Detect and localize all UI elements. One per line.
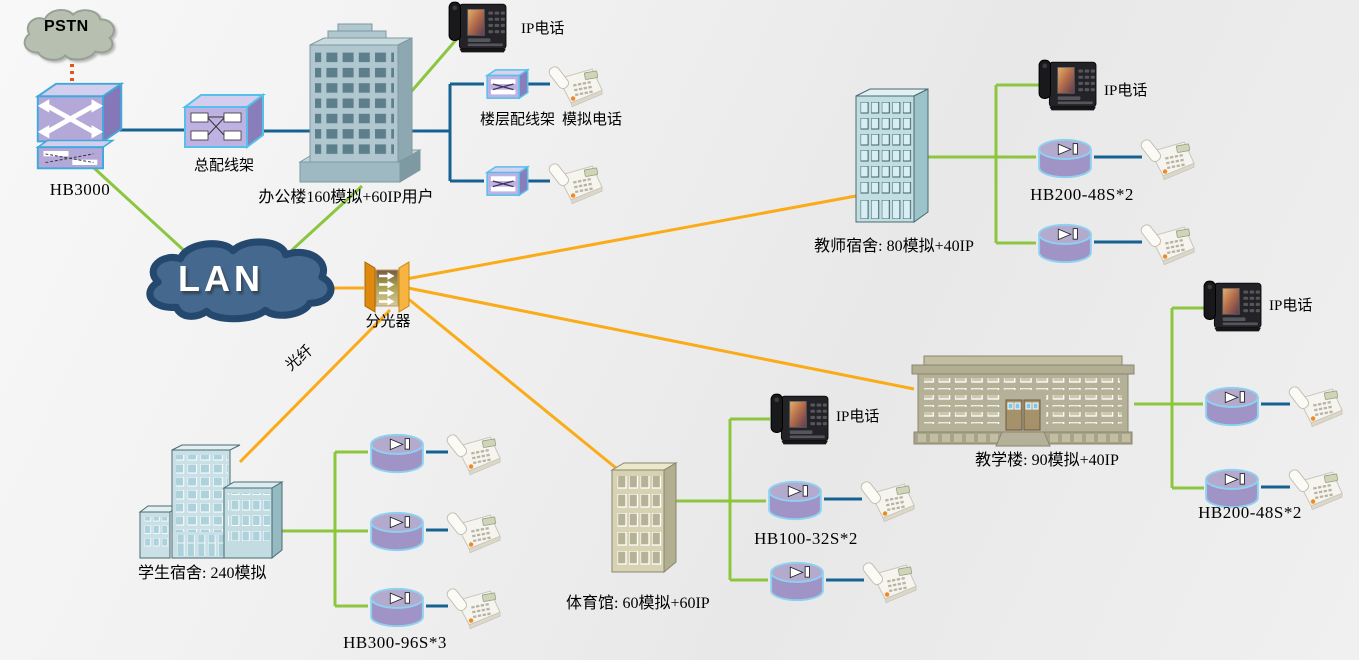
floor-distribution-frame — [482, 164, 530, 198]
ip-phone-icon — [1036, 58, 1098, 112]
analog-phone — [546, 158, 604, 205]
gateway-icon — [1034, 135, 1096, 181]
office-label: 办公楼160模拟+60IP用户 — [258, 189, 434, 206]
analog-phone — [1286, 381, 1344, 428]
gateway-icon — [366, 584, 428, 630]
student-dorm-building — [136, 438, 286, 566]
floor-distribution-frame — [482, 67, 530, 101]
ip-phone — [446, 0, 508, 54]
ip-phone-icon — [768, 392, 830, 446]
pstn-cloud — [16, 4, 124, 68]
teacher-dorm-building — [850, 86, 934, 228]
analog-phone — [444, 507, 502, 554]
gateway-icon — [366, 508, 428, 554]
lan-label: LAN — [178, 258, 264, 299]
ip-phone-icon — [1201, 279, 1263, 333]
analog-phone — [444, 583, 502, 630]
ip-phone — [768, 392, 830, 446]
lan-ethernet-links — [92, 39, 1204, 608]
gym-gateways-label: HB100-32S*2 — [754, 529, 858, 548]
analog-phone-icon — [1138, 134, 1196, 181]
access-gateway — [764, 477, 826, 523]
hb3000-label: HB3000 — [49, 180, 111, 199]
access-gateway — [1201, 383, 1263, 429]
gym-ip-phone-label: IP电话 — [836, 409, 880, 425]
teaching-ip-phone-label: IP电话 — [1269, 298, 1313, 314]
analog-phone — [1138, 134, 1196, 181]
pstn-label: PSTN — [44, 18, 89, 35]
analog-phone-icon — [546, 158, 604, 205]
mdf-label: 总配线架 — [193, 158, 254, 174]
access-gateway — [1034, 135, 1096, 181]
analog-phone — [546, 61, 604, 108]
analog-phone-icon — [1286, 381, 1344, 428]
analog-phone — [858, 476, 916, 523]
gateway-icon — [764, 477, 826, 523]
teacher-dorm-label: 教师宿舍: 80模拟+40IP — [814, 238, 974, 255]
school-building-icon — [911, 355, 1135, 447]
analog-phone — [860, 557, 918, 604]
teacher-gateways-label: HB200-48S*2 — [1030, 185, 1134, 204]
teaching-building-label: 教学楼: 90模拟+40IP — [975, 452, 1119, 469]
student-gateways-label: HB300-96S*3 — [343, 633, 447, 652]
dorm-building-icon — [138, 444, 284, 560]
fiber-links — [238, 194, 915, 470]
main-distribution-frame — [180, 90, 268, 156]
distribution-frame-icon — [180, 90, 268, 156]
access-gateway — [766, 558, 828, 604]
ip-phone — [1201, 279, 1263, 333]
analog-phone-icon — [444, 429, 502, 476]
gateway-icon — [1201, 383, 1263, 429]
analog-phone-icon — [546, 61, 604, 108]
switch-icon — [30, 80, 130, 176]
gym-building-icon — [610, 462, 678, 574]
distribution-frame-icon — [482, 164, 530, 198]
gym-building — [606, 456, 682, 580]
cloud-icon — [146, 238, 335, 323]
splitter-icon — [362, 256, 412, 316]
analog-phone — [1138, 219, 1196, 266]
access-gateway — [1034, 220, 1096, 266]
optical-splitter — [362, 256, 412, 316]
office-building-icon — [298, 23, 422, 183]
access-gateway — [366, 584, 428, 630]
gateway-icon — [1034, 220, 1096, 266]
analog-phone-icon — [858, 476, 916, 523]
analog-phone-icon — [1138, 219, 1196, 266]
splitter-label: 分光器 — [365, 314, 411, 330]
teaching-building — [906, 354, 1140, 452]
analog-phone-icon — [860, 557, 918, 604]
teacher-ip-phone-label: IP电话 — [1104, 83, 1148, 99]
ip-phone — [1036, 58, 1098, 112]
office-building — [294, 22, 430, 186]
gateway-icon — [366, 430, 428, 476]
teaching-gateways-label: HB200-48S*2 — [1198, 503, 1302, 522]
analog-phone-icon — [444, 507, 502, 554]
analog-phone — [444, 429, 502, 476]
floor-frame-label: 楼层配线架 — [480, 112, 556, 128]
lan-cloud — [136, 234, 338, 324]
dorm-building-icon — [855, 88, 929, 223]
distribution-frame-icon — [482, 67, 530, 101]
access-gateway — [366, 508, 428, 554]
access-gateway — [366, 430, 428, 476]
gateway-icon — [766, 558, 828, 604]
office-ip-phone-label: IP电话 — [521, 21, 565, 37]
analog-phone-label: 模拟电话 — [562, 112, 623, 128]
analog-phone-icon — [444, 583, 502, 630]
student-dorm-label: 学生宿舍: 240模拟 — [138, 565, 267, 582]
hb3000-switch — [30, 80, 130, 176]
cloud-icon — [23, 9, 115, 61]
gym-label: 体育馆: 60模拟+60IP — [566, 595, 710, 612]
ip-phone-icon — [446, 0, 508, 54]
